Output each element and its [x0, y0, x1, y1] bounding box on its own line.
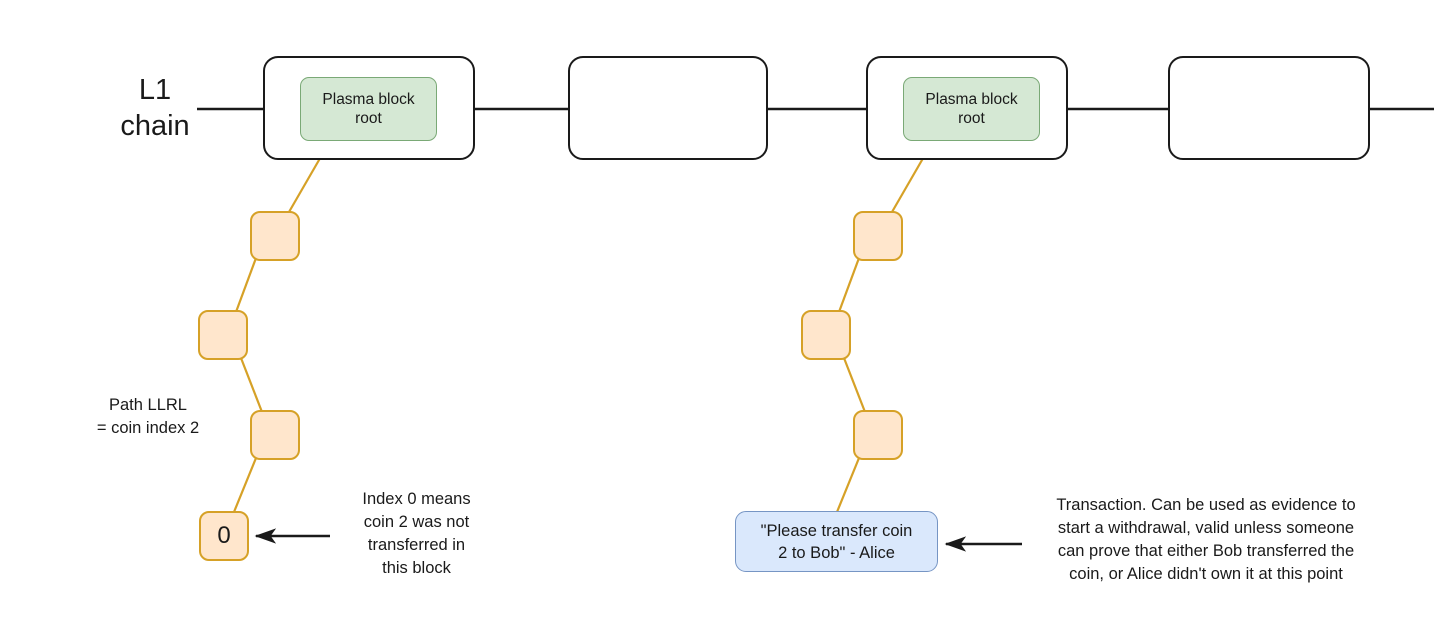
- l1-chain-label: L1 chain: [120, 74, 190, 142]
- plasma-block-root-2: Plasma block root: [903, 77, 1040, 141]
- left-merkle-node-1: [250, 211, 300, 261]
- right-edge-n1-n2: [837, 257, 861, 313]
- left-merkle-node-3: [250, 410, 300, 460]
- l1-block-2: [568, 56, 768, 160]
- left-edge-n2-n3: [239, 357, 264, 413]
- right-edge-n3-tx: [835, 457, 861, 513]
- left-edge-n3-leaf: [232, 457, 258, 513]
- annotation-index-zero: Index 0 means coin 2 was not transferred…: [362, 490, 471, 577]
- right-merkle-node-2: [801, 310, 851, 360]
- annotation-transaction: Transaction. Can be used as evidence to …: [1056, 496, 1356, 583]
- plasma-block-root-1: Plasma block root: [300, 77, 437, 141]
- right-merkle-node-1: [853, 211, 903, 261]
- right-edge-n2-n3: [842, 357, 867, 413]
- annotation-path-llrl: Path LLRL = coin index 2: [96, 396, 200, 437]
- l1-block-4: [1168, 56, 1370, 160]
- transaction-leaf-box: "Please transfer coin 2 to Bob" - Alice: [735, 511, 938, 572]
- left-merkle-node-2: [198, 310, 248, 360]
- left-merkle-leaf-zero: 0: [199, 511, 249, 561]
- right-merkle-node-3: [853, 410, 903, 460]
- left-edge-n1-n2: [234, 257, 258, 313]
